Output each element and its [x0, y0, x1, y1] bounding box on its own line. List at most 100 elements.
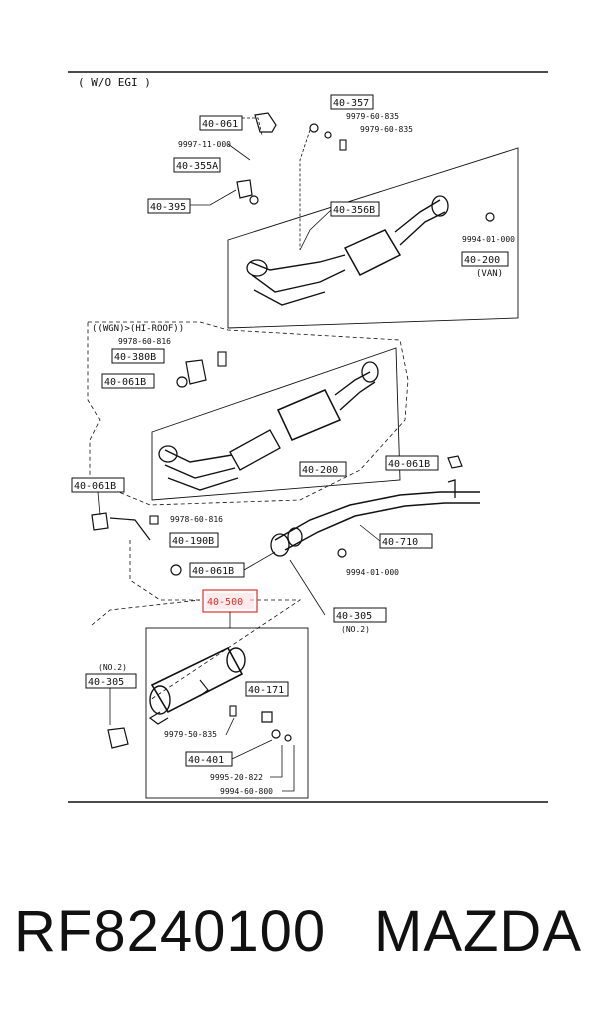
label-40-061b-c: 40-061B: [74, 481, 116, 492]
front-pipe: [164, 449, 233, 463]
label-40-395: 40-395: [150, 202, 186, 213]
van-group-box: [227, 147, 519, 329]
part-number: RF8240100: [14, 899, 327, 964]
leader: [227, 143, 251, 161]
van-muffler: [343, 229, 402, 276]
label-40-171: 40-171: [248, 685, 284, 696]
label-box-40-380b: [111, 348, 165, 364]
label-40-305-left: 40-305: [88, 677, 124, 688]
bolt: [229, 705, 237, 717]
leader: [97, 491, 101, 516]
leader: [231, 739, 273, 760]
label-9978-60-816-a: 9978-60-816: [118, 337, 171, 346]
front-pipe: [249, 254, 346, 271]
label-40-355a: 40-355A: [176, 161, 218, 172]
label-box-40-061: [199, 115, 243, 131]
bolt: [217, 351, 227, 367]
label-9994-60-800: 9994-60-800: [220, 787, 273, 796]
leader: [243, 551, 276, 571]
tail-pipe: [334, 371, 371, 396]
center-pipe: [284, 502, 480, 551]
hanger-rubber: [236, 179, 253, 199]
main-muffler-box: [145, 627, 309, 799]
leader: [149, 599, 302, 701]
label-40-356b: 40-356B: [333, 205, 375, 216]
wgn-muffler: [276, 389, 342, 441]
highlight-fill: [206, 593, 254, 609]
gasket: [107, 727, 129, 749]
muffler-bracket: [199, 679, 209, 697]
label-9995-20-822: 9995-20-822: [210, 773, 263, 782]
label-box-40-200-van: [461, 251, 509, 267]
label-box-40-357: [330, 94, 374, 110]
label-40-710: 40-710: [382, 537, 418, 548]
front-flange: [270, 533, 290, 557]
leader: [190, 189, 237, 206]
washer: [284, 734, 292, 742]
bolt: [339, 139, 347, 151]
label-box-40-305-right: [333, 607, 387, 623]
label-no2-right: (NO.2): [341, 625, 370, 634]
wgn-muffler-box: [151, 347, 401, 501]
inlet-flange: [158, 445, 178, 463]
label-40-061: 40-061: [202, 119, 238, 130]
label-40-061b-a: 40-061B: [104, 377, 146, 388]
leader: [282, 745, 295, 792]
outlet-flange: [361, 361, 379, 383]
tail-pipe: [394, 199, 441, 233]
label-40-190b: 40-190B: [172, 536, 214, 547]
label-9979-60-835-b: 9979-60-835: [360, 125, 413, 134]
gasket: [261, 711, 273, 723]
label-box-40-061b-b: [385, 455, 439, 471]
label-box-40-190b: [169, 532, 219, 548]
footer: RF8240100 MAZDA: [14, 898, 594, 965]
label-40-061b-b: 40-061B: [388, 459, 430, 470]
label-box-40-171: [245, 681, 289, 697]
label-wgn-hiroof: ((WGN)>(HI-ROOF)): [92, 324, 184, 334]
brand-name: MAZDA: [374, 899, 582, 964]
leader: [289, 559, 326, 616]
front-pipe: [251, 269, 346, 293]
pipe-hanger-rod: [447, 479, 456, 498]
tail-pipe: [399, 211, 446, 246]
main-muffler: [150, 646, 244, 714]
bracket: [109, 517, 151, 541]
muffler-end: [149, 685, 171, 715]
label-40-200: 40-200: [302, 465, 338, 476]
hanger-rubber: [91, 512, 109, 531]
label-9978-60-816-b: 9978-60-816: [170, 515, 223, 524]
label-box-40-356b: [330, 201, 380, 217]
label-9979-50-835: 9979-50-835: [164, 730, 217, 739]
front-pipe: [167, 477, 239, 491]
leader: [129, 540, 200, 601]
label-box-40-061b-a: [101, 373, 155, 389]
label-40-061b-d: 40-061B: [192, 566, 234, 577]
leader: [225, 717, 235, 736]
label-9994-01-000-a: 9994-01-000: [462, 235, 515, 244]
label-no2-left: (NO.2): [98, 663, 127, 672]
label-40-380b: 40-380B: [114, 352, 156, 363]
leader: [242, 117, 263, 136]
front-pipe: [253, 289, 326, 306]
inlet-flange: [246, 259, 268, 277]
nut: [249, 195, 259, 205]
resonator: [229, 429, 281, 471]
label-box-40-395: [147, 198, 191, 214]
label-40-500: 40-500: [207, 597, 243, 608]
grommet: [309, 123, 319, 133]
label-9994-01-000-b: 9994-01-000: [346, 568, 399, 577]
bolt: [149, 515, 159, 525]
nut: [485, 212, 495, 222]
leader: [299, 129, 311, 250]
leader: [299, 209, 332, 251]
gasket: [287, 527, 303, 547]
label-40-200-van: 40-200: [464, 255, 500, 266]
label-box-40-200: [299, 461, 347, 477]
label-40-305-right: 40-305: [336, 611, 372, 622]
outlet-flange: [431, 195, 449, 217]
tail-pipe: [339, 381, 376, 411]
hanger-rubber: [176, 376, 188, 388]
label-40-357: 40-357: [333, 98, 369, 109]
nut: [271, 729, 281, 739]
